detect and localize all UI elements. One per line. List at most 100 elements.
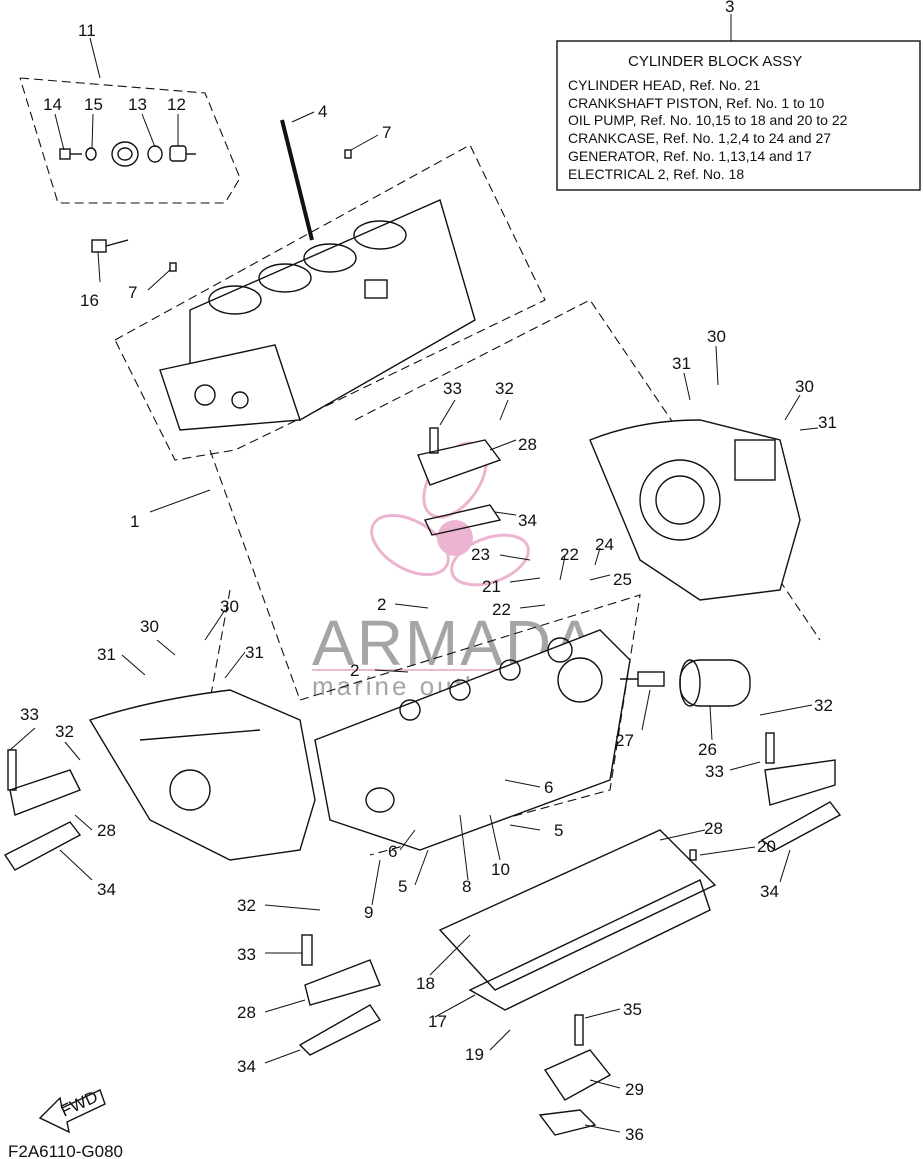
- callout-7-top: 7: [382, 123, 391, 142]
- reference-line-3: OIL PUMP, Ref. No. 10,15 to 18 and 20 to…: [568, 112, 848, 128]
- gasket-34-bottom: [298, 1004, 382, 1056]
- callout-2-a: 2: [377, 595, 386, 614]
- o-ring: [147, 145, 163, 163]
- callout-10: 10: [491, 860, 510, 879]
- washer-15: [85, 147, 97, 161]
- callout-32-left: 32: [55, 722, 74, 741]
- callout-6-a: 6: [544, 778, 553, 797]
- reference-line-2: CRANKSHAFT PISTON, Ref. No. 1 to 10: [568, 95, 824, 111]
- reference-box-title: CYLINDER BLOCK ASSY: [628, 53, 802, 70]
- callout-30-left-a: 30: [220, 597, 239, 616]
- fwd-arrow: FWD: [38, 1087, 106, 1134]
- callout-19: 19: [465, 1045, 484, 1064]
- box-29: [543, 1014, 612, 1101]
- cover-36: [538, 1109, 597, 1136]
- callout-13: 13: [128, 95, 147, 114]
- callout-16: 16: [80, 291, 99, 310]
- reference-box-number: 3: [725, 0, 734, 16]
- callout-34-bottom: 34: [237, 1057, 256, 1076]
- callout-25: 25: [613, 570, 632, 589]
- oil-pan: [438, 829, 717, 1011]
- callout-18: 18: [416, 974, 435, 993]
- callout-20: 20: [757, 837, 776, 856]
- cylinder-block: [159, 149, 476, 431]
- callout-1: 1: [130, 512, 139, 531]
- oil-filter-26: [679, 659, 751, 707]
- leader-lines: [9, 37, 819, 1133]
- callout-30-left-b: 30: [140, 617, 159, 636]
- callout-7-left: 7: [128, 283, 137, 302]
- callout-28-left: 28: [97, 821, 116, 840]
- mount-28-right: [764, 732, 836, 806]
- callout-22-a: 22: [560, 545, 579, 564]
- callout-28-right: 28: [704, 819, 723, 838]
- reference-line-5: GENERATOR, Ref. No. 1,13,14 and 17: [568, 148, 812, 164]
- callout-24: 24: [595, 535, 614, 554]
- gasket-34-right: [760, 801, 842, 851]
- callout-17: 17: [428, 1012, 447, 1031]
- callout-15: 15: [84, 95, 103, 114]
- callout-14: 14: [43, 95, 62, 114]
- callout-33-left: 33: [20, 705, 39, 724]
- crankcase-lower: [314, 629, 631, 851]
- mount-28-left: [7, 749, 81, 816]
- callout-31-left-a: 31: [245, 643, 264, 662]
- armada-propeller-logo: [370, 441, 530, 587]
- sensor-27: [620, 671, 665, 687]
- callout-34-left: 34: [97, 880, 116, 899]
- callout-labels: 11 14 15 13 12 4 7 7 16 1 33 32 28 34 30…: [20, 21, 837, 1144]
- callout-34-center: 34: [518, 511, 537, 530]
- cap-13: [111, 141, 139, 167]
- oil-filter-group: [620, 659, 751, 707]
- diagram-code: F2A6110-G080: [8, 1142, 123, 1159]
- callout-33-right: 33: [705, 762, 724, 781]
- reference-line-4: CRANKCASE, Ref. No. 1,2,4 to 24 and 27: [568, 130, 831, 146]
- generator-cover-right: [589, 419, 801, 601]
- bolt-14: [59, 148, 82, 160]
- callout-33-center: 33: [443, 379, 462, 398]
- callout-5-a: 5: [554, 821, 563, 840]
- gasket-34-upper: [423, 504, 502, 536]
- callout-34-right: 34: [760, 882, 779, 901]
- callout-31-right-b: 31: [818, 413, 837, 432]
- callout-27: 27: [615, 731, 634, 750]
- callout-35: 35: [623, 1000, 642, 1019]
- reference-box: 3 CYLINDER BLOCK ASSY CYLINDER HEAD, Ref…: [556, 0, 921, 191]
- reference-line-6: ELECTRICAL 2, Ref. No. 18: [568, 166, 744, 182]
- callout-29: 29: [625, 1080, 644, 1099]
- callout-30-right-a: 30: [707, 327, 726, 346]
- callout-33-bottom: 33: [237, 945, 256, 964]
- mount-28-upper: [417, 427, 502, 486]
- callout-8: 8: [462, 877, 471, 896]
- mount-brackets: [3, 427, 842, 1056]
- callout-28-bottom: 28: [237, 1003, 256, 1022]
- callout-2-b: 2: [350, 661, 359, 680]
- callout-32-bottom: 32: [237, 896, 256, 915]
- part-group-upper-left: [59, 119, 314, 253]
- stud-4: [280, 119, 314, 241]
- callout-32-center: 32: [495, 379, 514, 398]
- callout-21: 21: [482, 577, 501, 596]
- callout-28-center: 28: [518, 435, 537, 454]
- mount-28-bottom: [301, 934, 381, 1006]
- callout-22-b: 22: [492, 600, 511, 619]
- callout-4: 4: [318, 102, 327, 121]
- callout-30-right-b: 30: [795, 377, 814, 396]
- callout-26: 26: [698, 740, 717, 759]
- callout-5-b: 5: [398, 877, 407, 896]
- callout-31-right-a: 31: [672, 354, 691, 373]
- callout-31-left-b: 31: [97, 645, 116, 664]
- callout-12: 12: [167, 95, 186, 114]
- callout-6-b: 6: [388, 842, 397, 861]
- callout-32-right: 32: [814, 696, 833, 715]
- bolt-16: [91, 239, 129, 253]
- electrical-box: [538, 1014, 612, 1136]
- callout-36: 36: [625, 1125, 644, 1144]
- reference-line-1: CYLINDER HEAD, Ref. No. 21: [568, 77, 760, 93]
- gasket-34-left: [3, 821, 82, 871]
- fitting-12: [169, 145, 196, 162]
- front-cover-left: [88, 689, 316, 861]
- callout-9: 9: [364, 903, 373, 922]
- callout-11: 11: [78, 21, 96, 40]
